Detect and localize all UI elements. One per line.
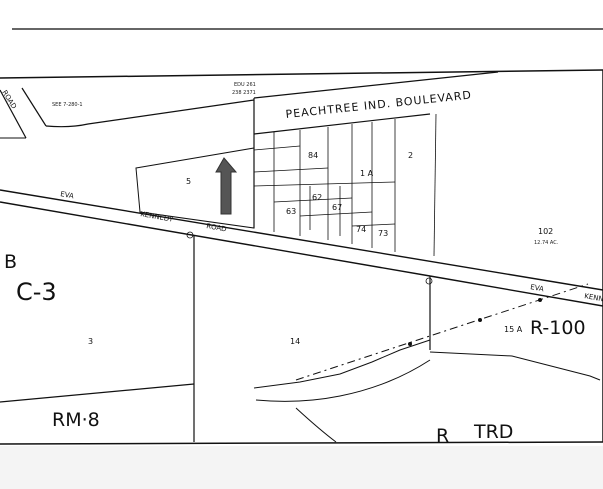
zone-r100-label: R-100 <box>530 317 586 339</box>
nw-road-edge-b <box>21 87 47 127</box>
peachtree-south-edge <box>253 113 431 135</box>
parcel-1a-label: 1 A <box>360 169 374 178</box>
parcel-14-label: 14 <box>290 337 300 346</box>
easement-marker-1 <box>408 342 412 346</box>
parcel-63-label: 63 <box>286 207 296 216</box>
road-label: ROAD <box>206 222 228 233</box>
eva-east-label: EVA <box>530 283 545 293</box>
survey-monument-2 <box>425 277 433 285</box>
parcel-102-label: 102 <box>538 227 553 236</box>
edu-label: EDU 261 <box>234 82 256 88</box>
eva-label: EVA <box>60 190 75 200</box>
parcel-15a-label: 15 A <box>504 325 523 334</box>
peachtree-south-edge-west <box>45 99 255 128</box>
zone-b-south-label: R <box>436 425 449 447</box>
easement-marker-2 <box>478 318 482 322</box>
parcel-3-label: 3 <box>88 337 93 346</box>
parcel-15a-south-edge <box>429 351 601 381</box>
small-parcels-block <box>253 113 437 257</box>
parcel-14-inner-line <box>253 339 431 389</box>
north-arrow-icon <box>215 157 238 215</box>
parcel-67-label: 67 <box>332 203 342 212</box>
parcel-74-label: 74 <box>356 225 366 234</box>
parcel-84-label: 84 <box>308 151 318 160</box>
zone-c3-label: C-3 <box>16 278 57 306</box>
rm8-north-edge <box>0 383 195 403</box>
section-ref-label: SEE 7-280-1 <box>52 102 83 108</box>
parcel-102-area: 12.74 AC. <box>534 240 559 246</box>
parcel-73-label: 73 <box>378 229 388 238</box>
nw-road-edge-a <box>0 89 27 139</box>
map-top-border <box>0 69 603 79</box>
parcel-5-boundary <box>135 147 255 229</box>
scan-bottom-margin <box>0 446 603 489</box>
survey-monument-1 <box>186 231 194 239</box>
grid-ref-label: 238 2371 <box>232 90 256 96</box>
eva-kennedy-south-edge-west <box>0 201 431 277</box>
eva-kennedy-north-edge <box>0 189 603 291</box>
kenn-east-label: KENN <box>584 292 603 303</box>
parcel-2-label: 2 <box>408 151 413 160</box>
zone-b-west-label: B <box>4 251 17 273</box>
eva-kennedy-south-edge-east <box>429 275 603 307</box>
trd-label: TRD <box>473 421 513 443</box>
peachtree-north-edge <box>253 71 499 99</box>
easement-marker-3 <box>538 298 542 302</box>
trd-curve <box>295 407 337 443</box>
zone-rm8-label: RM·8 <box>52 409 100 431</box>
parcel-62-label: 62 <box>312 193 322 202</box>
map-bottom-border <box>0 441 603 445</box>
creek-line <box>255 359 431 402</box>
parcel-5-label: 5 <box>186 177 191 186</box>
